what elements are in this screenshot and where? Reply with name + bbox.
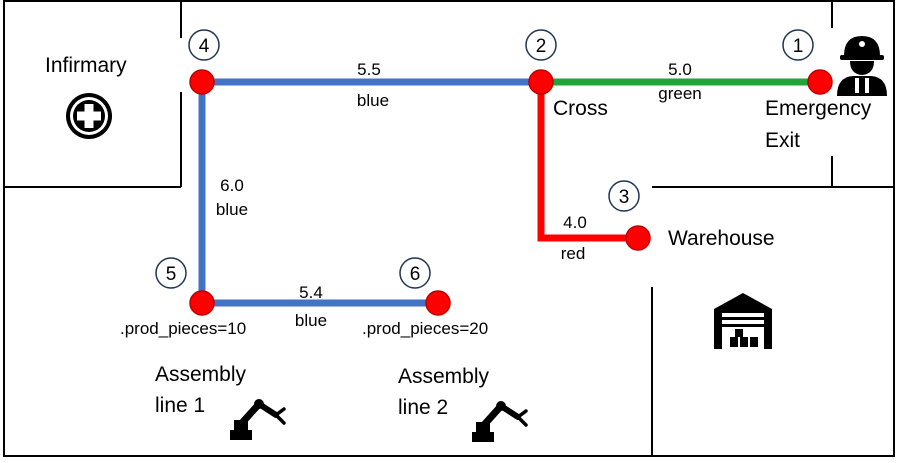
infirmary-label: Infirmary [45, 54, 127, 77]
node-2-number: 2 [536, 36, 547, 57]
node-6-number: 6 [410, 264, 421, 285]
edge-labels: 5.5 blue 5.0 green 4.0 red 6.0 blue 5.4 … [216, 60, 702, 330]
edge-weight-2-3: 4.0 [563, 213, 587, 232]
node-1-label: Emergency [765, 97, 872, 120]
edge-weight-2-1: 5.0 [668, 60, 692, 79]
node-2-badge [525, 29, 557, 61]
warehouse-icon [714, 293, 772, 349]
node-1-number: 1 [793, 36, 804, 57]
assembly-line-1-label: Assembly [155, 363, 247, 386]
edge-color-4-2: blue [357, 91, 389, 110]
edge-weight-4-5: 6.0 [220, 176, 244, 195]
outer-wall [3, 0, 895, 457]
node-6-badge [399, 257, 431, 289]
robot-arm-icon [472, 401, 528, 442]
assembly-line-2-label-line2: line 2 [398, 396, 448, 419]
node-5-attribute: .prod_pieces=10 [120, 319, 246, 338]
nodes-layer: 1 2 3 4 5 6 [155, 29, 833, 316]
edge-weight-4-2: 5.5 [357, 60, 381, 79]
assembly-line-2-label: Assembly [398, 365, 490, 388]
node-4 [189, 69, 215, 95]
room-labels: Infirmary Assembly line 1 Assembly line … [45, 54, 490, 419]
robot-arm-icon [230, 399, 286, 440]
node-3-label: Warehouse [668, 227, 775, 250]
node-1 [807, 69, 833, 95]
node-5 [189, 290, 215, 316]
node-1-badge [782, 29, 814, 61]
node-labels: Cross Emergency Exit Warehouse .prod_pie… [120, 97, 872, 338]
edges-layer [198, 78, 820, 307]
node-5-number: 5 [166, 264, 177, 285]
edge-weight-5-6: 5.4 [299, 283, 323, 302]
edge-color-2-1: green [658, 84, 701, 103]
node-4-badge [188, 29, 220, 61]
node-4-number: 4 [199, 36, 210, 57]
node-3-badge [608, 180, 640, 212]
node-2-label: Cross [553, 97, 608, 120]
firefighter-icon [837, 36, 887, 96]
node-6 [425, 290, 451, 316]
edge-color-5-6: blue [295, 311, 327, 330]
node-6-attribute: .prod_pieces=20 [362, 319, 488, 338]
first-aid-plus-icon [66, 93, 112, 139]
walls [3, 0, 895, 457]
node-1-label-line2: Exit [765, 129, 800, 152]
edge-2-3 [537, 82, 638, 242]
node-5-badge [155, 257, 187, 289]
node-3-number: 3 [619, 187, 630, 208]
node-3 [625, 225, 651, 251]
assembly-line-1-label-line2: line 1 [155, 394, 205, 417]
edge-color-4-5: blue [216, 200, 248, 219]
edge-color-2-3: red [561, 244, 586, 263]
node-2 [528, 69, 554, 95]
